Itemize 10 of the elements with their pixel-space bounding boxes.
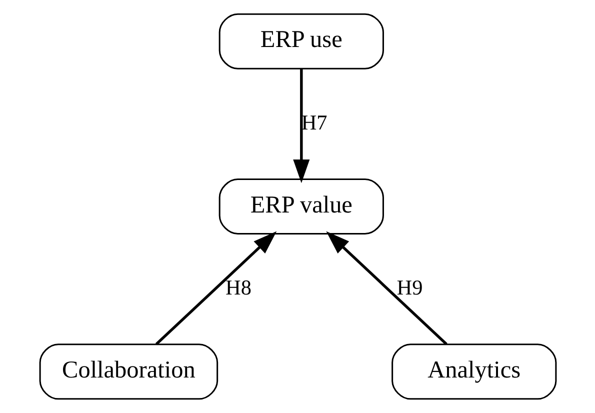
arrow bbox=[326, 231, 447, 346]
node-box: Collaboration bbox=[38, 344, 218, 400]
node-box: ERP use bbox=[218, 13, 384, 70]
arrow bbox=[292, 68, 310, 184]
node-box: ERP value bbox=[218, 178, 384, 235]
edge-label: H8 bbox=[225, 276, 251, 300]
edge-label: H7 bbox=[300, 110, 327, 135]
edge-label: H9 bbox=[396, 276, 422, 300]
node-box: Analytics bbox=[391, 344, 556, 400]
arrow bbox=[154, 231, 276, 346]
